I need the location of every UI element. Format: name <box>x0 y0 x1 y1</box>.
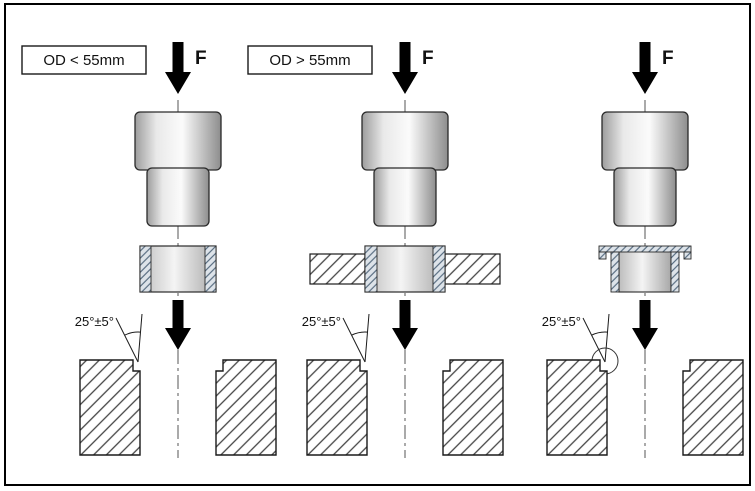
force-label: F <box>422 48 434 69</box>
press-arrow-icon <box>165 300 191 350</box>
panel-2: OD > 55mm F 25°±5° <box>247 42 504 458</box>
bushing-flanged-sleeve <box>598 245 692 293</box>
housing-cross-section <box>546 359 744 456</box>
angle-label: 25°±5° <box>302 314 341 329</box>
angle-label: 25°±5° <box>75 314 114 329</box>
chamfer-angle-annotation: 25°±5° <box>75 313 143 363</box>
press-arrow-icon <box>632 300 658 350</box>
housing-cross-section <box>306 359 504 456</box>
size-label: OD < 55mm <box>43 52 124 69</box>
chamfer-angle-annotation: 25°±5° <box>302 313 370 363</box>
bushing-with-flange-plate <box>309 245 501 293</box>
size-label-box <box>247 45 373 75</box>
size-label: OD > 55mm <box>269 52 350 69</box>
force-label: F <box>662 48 674 69</box>
panel-1: OD < 55mm F <box>21 42 277 458</box>
bushing-plain-sleeve <box>139 245 217 293</box>
force-arrow-icon <box>165 42 191 94</box>
chamfer-angle-annotation: 25°±5° <box>542 313 619 375</box>
press-tool <box>601 111 689 227</box>
press-tool <box>134 111 222 227</box>
angle-label: 25°±5° <box>542 314 581 329</box>
force-arrow-icon <box>392 42 418 94</box>
size-label-box <box>21 45 147 75</box>
housing-cross-section <box>79 359 277 456</box>
force-arrow-icon <box>632 42 658 94</box>
press-tool <box>361 111 449 227</box>
panel-3: F 25°±5° <box>542 42 744 458</box>
force-label: F <box>195 48 207 69</box>
press-arrow-icon <box>392 300 418 350</box>
